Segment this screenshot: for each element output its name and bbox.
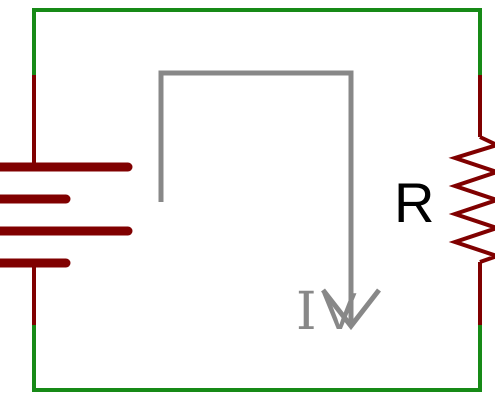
current-path-line xyxy=(158,70,354,326)
resistor-label: R xyxy=(394,171,434,234)
bottom-wire xyxy=(32,323,482,392)
current-arrowhead xyxy=(321,288,381,331)
circuit-wires xyxy=(32,8,482,392)
top-wire xyxy=(32,8,482,77)
current-arrow-icon xyxy=(158,70,381,331)
resistor-zigzag xyxy=(448,135,495,264)
voltage-label: V xyxy=(322,283,357,341)
current-label: I xyxy=(296,282,317,342)
battery-icon xyxy=(0,75,133,325)
resistor-icon xyxy=(448,75,495,325)
